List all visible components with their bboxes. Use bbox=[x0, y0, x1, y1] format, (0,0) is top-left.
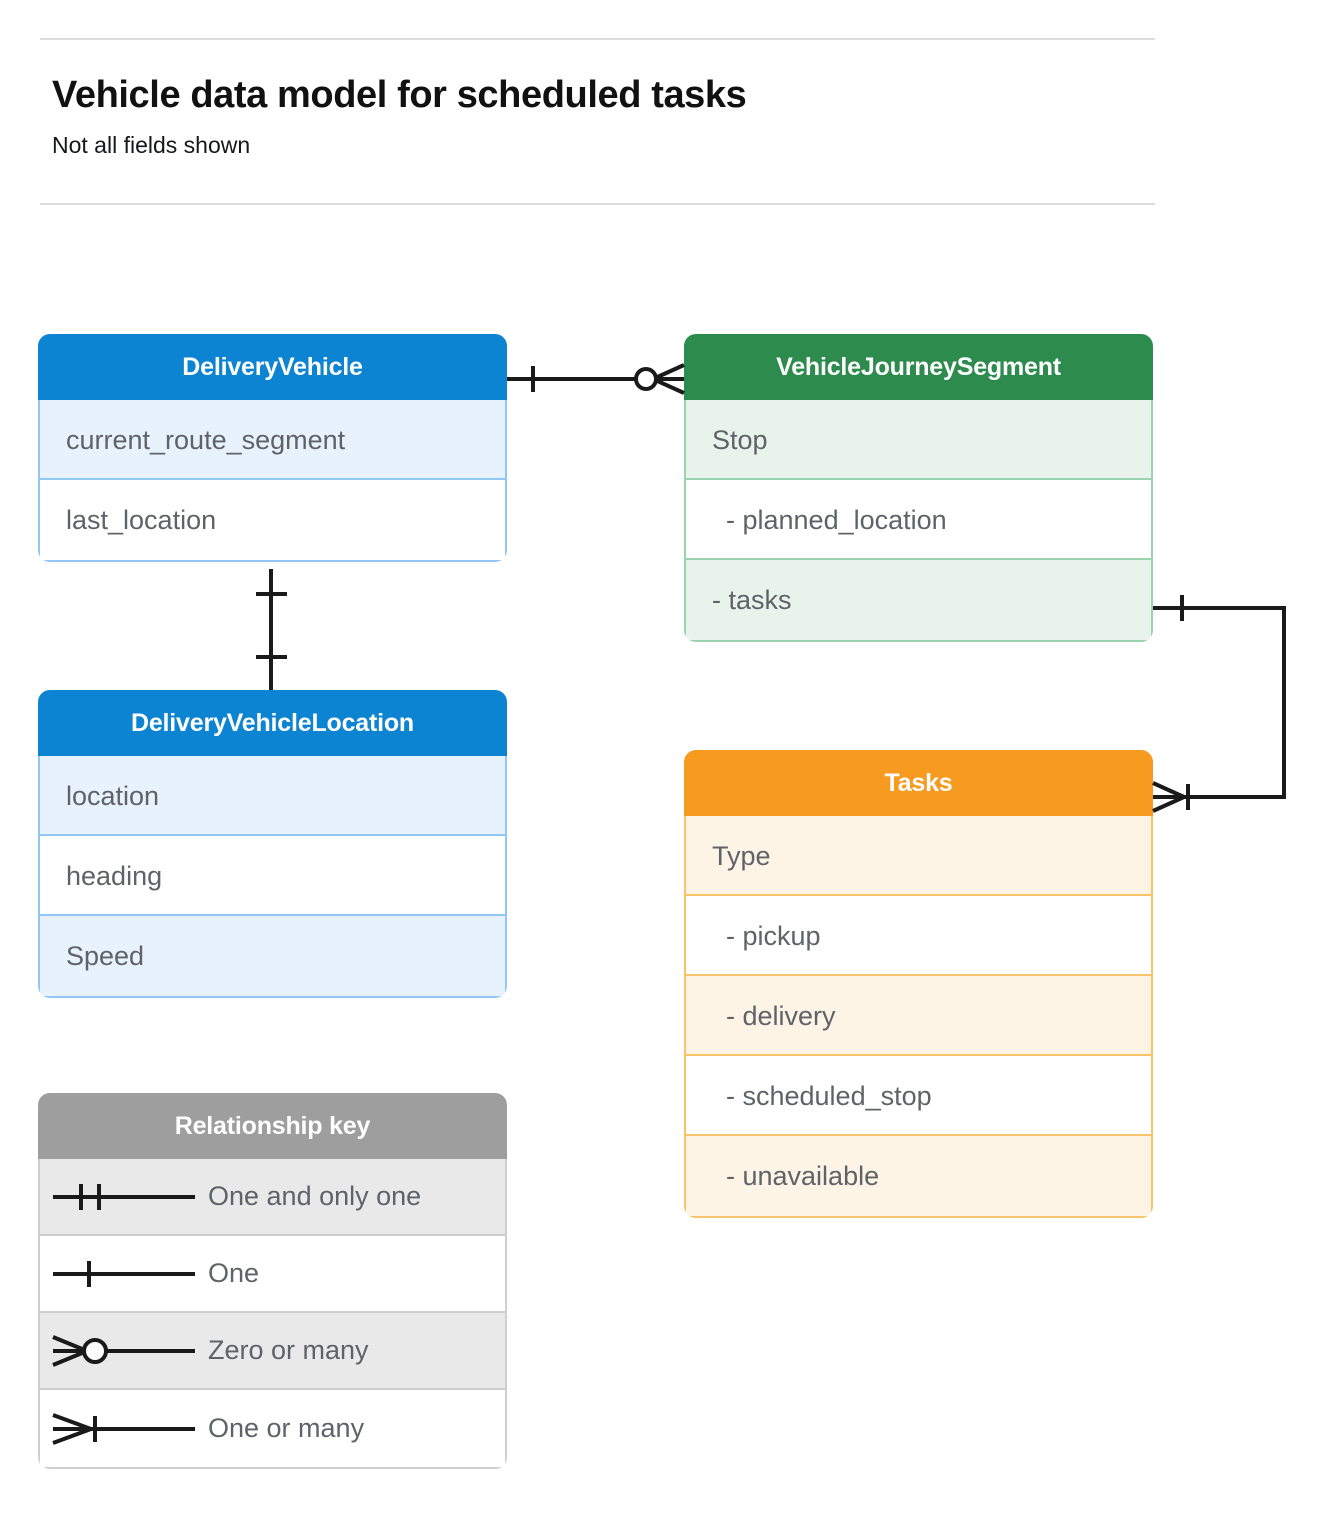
entity-vehicle-journey-segment[interactable]: VehicleJourneySegment Stop - planned_loc… bbox=[684, 334, 1153, 642]
entity-field: current_route_segment bbox=[40, 400, 505, 480]
entity-field: Stop bbox=[686, 400, 1151, 480]
legend-item-one: One bbox=[40, 1236, 505, 1313]
page-title: Vehicle data model for scheduled tasks bbox=[52, 74, 747, 116]
legend-item-label: One bbox=[208, 1258, 260, 1288]
entity-field: heading bbox=[40, 836, 505, 916]
entity-title-vehicle-journey-segment: VehicleJourneySegment bbox=[684, 334, 1153, 400]
entity-title-delivery-vehicle: DeliveryVehicle bbox=[38, 334, 507, 400]
entity-field: Type bbox=[686, 816, 1151, 896]
entity-field: - unavailable bbox=[686, 1136, 1151, 1216]
connector-deliveryvehicle-deliveryvehiclelocation bbox=[256, 569, 287, 690]
entity-fields-tasks: Type - pickup - delivery - scheduled_sto… bbox=[684, 816, 1153, 1218]
zero-or-many-symbol-icon bbox=[40, 1331, 208, 1371]
entity-fields-vehicle-journey-segment: Stop - planned_location - tasks bbox=[684, 400, 1153, 642]
entity-field: - scheduled_stop bbox=[686, 1056, 1151, 1136]
legend-item-one-or-many: One or many bbox=[40, 1390, 505, 1467]
header-divider-bottom bbox=[40, 203, 1155, 205]
entity-field: location bbox=[40, 756, 505, 836]
legend-title: Relationship key bbox=[38, 1093, 507, 1159]
legend-item-label: One and only one bbox=[208, 1181, 422, 1211]
one-or-many-symbol-icon bbox=[40, 1409, 208, 1449]
entity-field: last_location bbox=[40, 480, 505, 560]
one-symbol-icon bbox=[40, 1254, 208, 1294]
legend-item-label: Zero or many bbox=[208, 1335, 369, 1365]
entity-delivery-vehicle-location[interactable]: DeliveryVehicleLocation location heading… bbox=[38, 690, 507, 998]
header-divider-top bbox=[40, 38, 1155, 40]
entity-delivery-vehicle[interactable]: DeliveryVehicle current_route_segment la… bbox=[38, 334, 507, 562]
entity-tasks[interactable]: Tasks Type - pickup - delivery - schedul… bbox=[684, 750, 1153, 1218]
entity-field: Speed bbox=[40, 916, 505, 996]
legend-rows: One and only one One Zero bbox=[38, 1159, 507, 1469]
one-and-only-one-symbol-icon bbox=[40, 1177, 208, 1217]
entity-field: - pickup bbox=[686, 896, 1151, 976]
connector-deliveryvehicle-vehiclejourneysegment bbox=[507, 363, 685, 395]
legend-item-one-and-only-one: One and only one bbox=[40, 1159, 505, 1236]
connector-vehiclejourneysegment-tasks bbox=[1152, 595, 1286, 813]
entity-fields-delivery-vehicle-location: location heading Speed bbox=[38, 756, 507, 998]
legend-item-zero-or-many: Zero or many bbox=[40, 1313, 505, 1390]
entity-field: - delivery bbox=[686, 976, 1151, 1056]
entity-title-delivery-vehicle-location: DeliveryVehicleLocation bbox=[38, 690, 507, 756]
entity-field: - planned_location bbox=[686, 480, 1151, 560]
entity-fields-delivery-vehicle: current_route_segment last_location bbox=[38, 400, 507, 562]
entity-field: - tasks bbox=[686, 560, 1151, 640]
legend-item-label: One or many bbox=[208, 1413, 365, 1443]
entity-title-tasks: Tasks bbox=[684, 750, 1153, 816]
page-subtitle: Not all fields shown bbox=[52, 132, 251, 158]
relationship-key-legend[interactable]: Relationship key One and only one One bbox=[38, 1093, 507, 1469]
